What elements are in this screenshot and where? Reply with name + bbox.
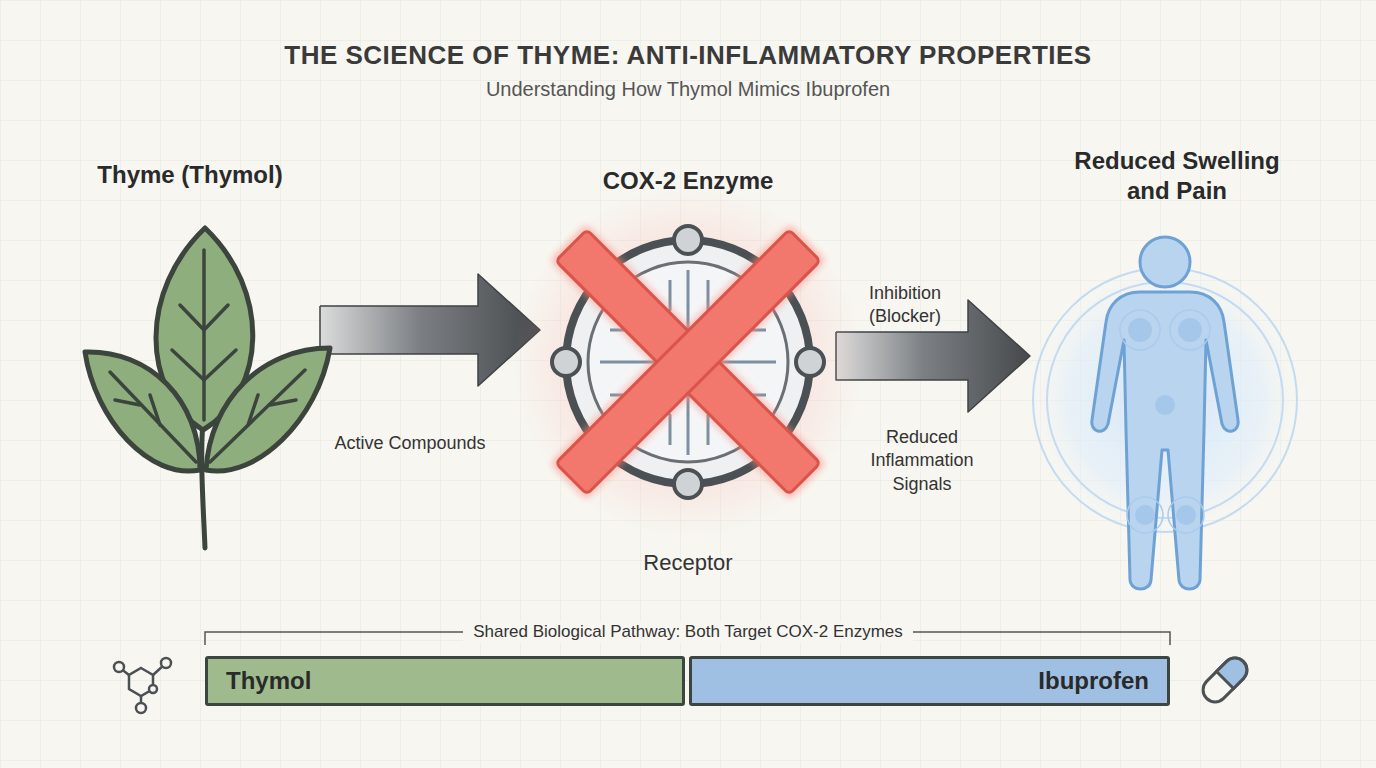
- comparison-bar: Ibuprofen: [689, 656, 1170, 706]
- bar-label: Ibuprofen: [1038, 667, 1149, 695]
- red-x: [549, 223, 826, 500]
- figure-node: Thyme (Thymol): [60, 160, 320, 556]
- node-heading: COX-2 Enzyme: [603, 166, 774, 196]
- leaf: [206, 348, 330, 471]
- human-figure: [1025, 237, 1305, 589]
- stem: [202, 420, 205, 548]
- edge-label: Inhibition (Blocker): [849, 282, 961, 329]
- spot-rings: [1120, 310, 1210, 533]
- figure-node: Reduced Swelling and Pain: [1030, 146, 1324, 590]
- body-outline: [1092, 237, 1238, 589]
- flow-arrow: [320, 274, 540, 386]
- leaf: [85, 352, 200, 471]
- figure-node: COX-2 EnzymeReceptor: [540, 166, 836, 576]
- bar-label: Thymol: [226, 667, 311, 695]
- diagram-title: THE SCIENCE OF THYME: ANTI-INFLAMMATORY …: [0, 40, 1376, 71]
- pill-icon: [1198, 653, 1252, 707]
- red-glow: [513, 187, 863, 537]
- receptor-nodes: [552, 226, 824, 498]
- thyme-leaves: [85, 228, 330, 548]
- subtitle: Understanding How Thymol Mimics Ibuprofe…: [486, 76, 890, 102]
- node-heading: Thyme (Thymol): [97, 160, 282, 190]
- leaf-veins: [110, 250, 305, 462]
- edge-label: Active Compounds: [334, 432, 485, 455]
- node-heading: Reduced Swelling and Pain: [1052, 146, 1302, 206]
- comparison-bar: Thymol: [205, 656, 685, 706]
- cox2-receptor: [513, 187, 863, 537]
- molecule-icon: [114, 658, 171, 713]
- node-caption: Receptor: [643, 550, 732, 576]
- relief-spots: [1128, 318, 1202, 525]
- edge-note: Reduced Inflammation Signals: [857, 426, 987, 496]
- bracket-label: Shared Biological Pathway: Both Target C…: [463, 621, 913, 643]
